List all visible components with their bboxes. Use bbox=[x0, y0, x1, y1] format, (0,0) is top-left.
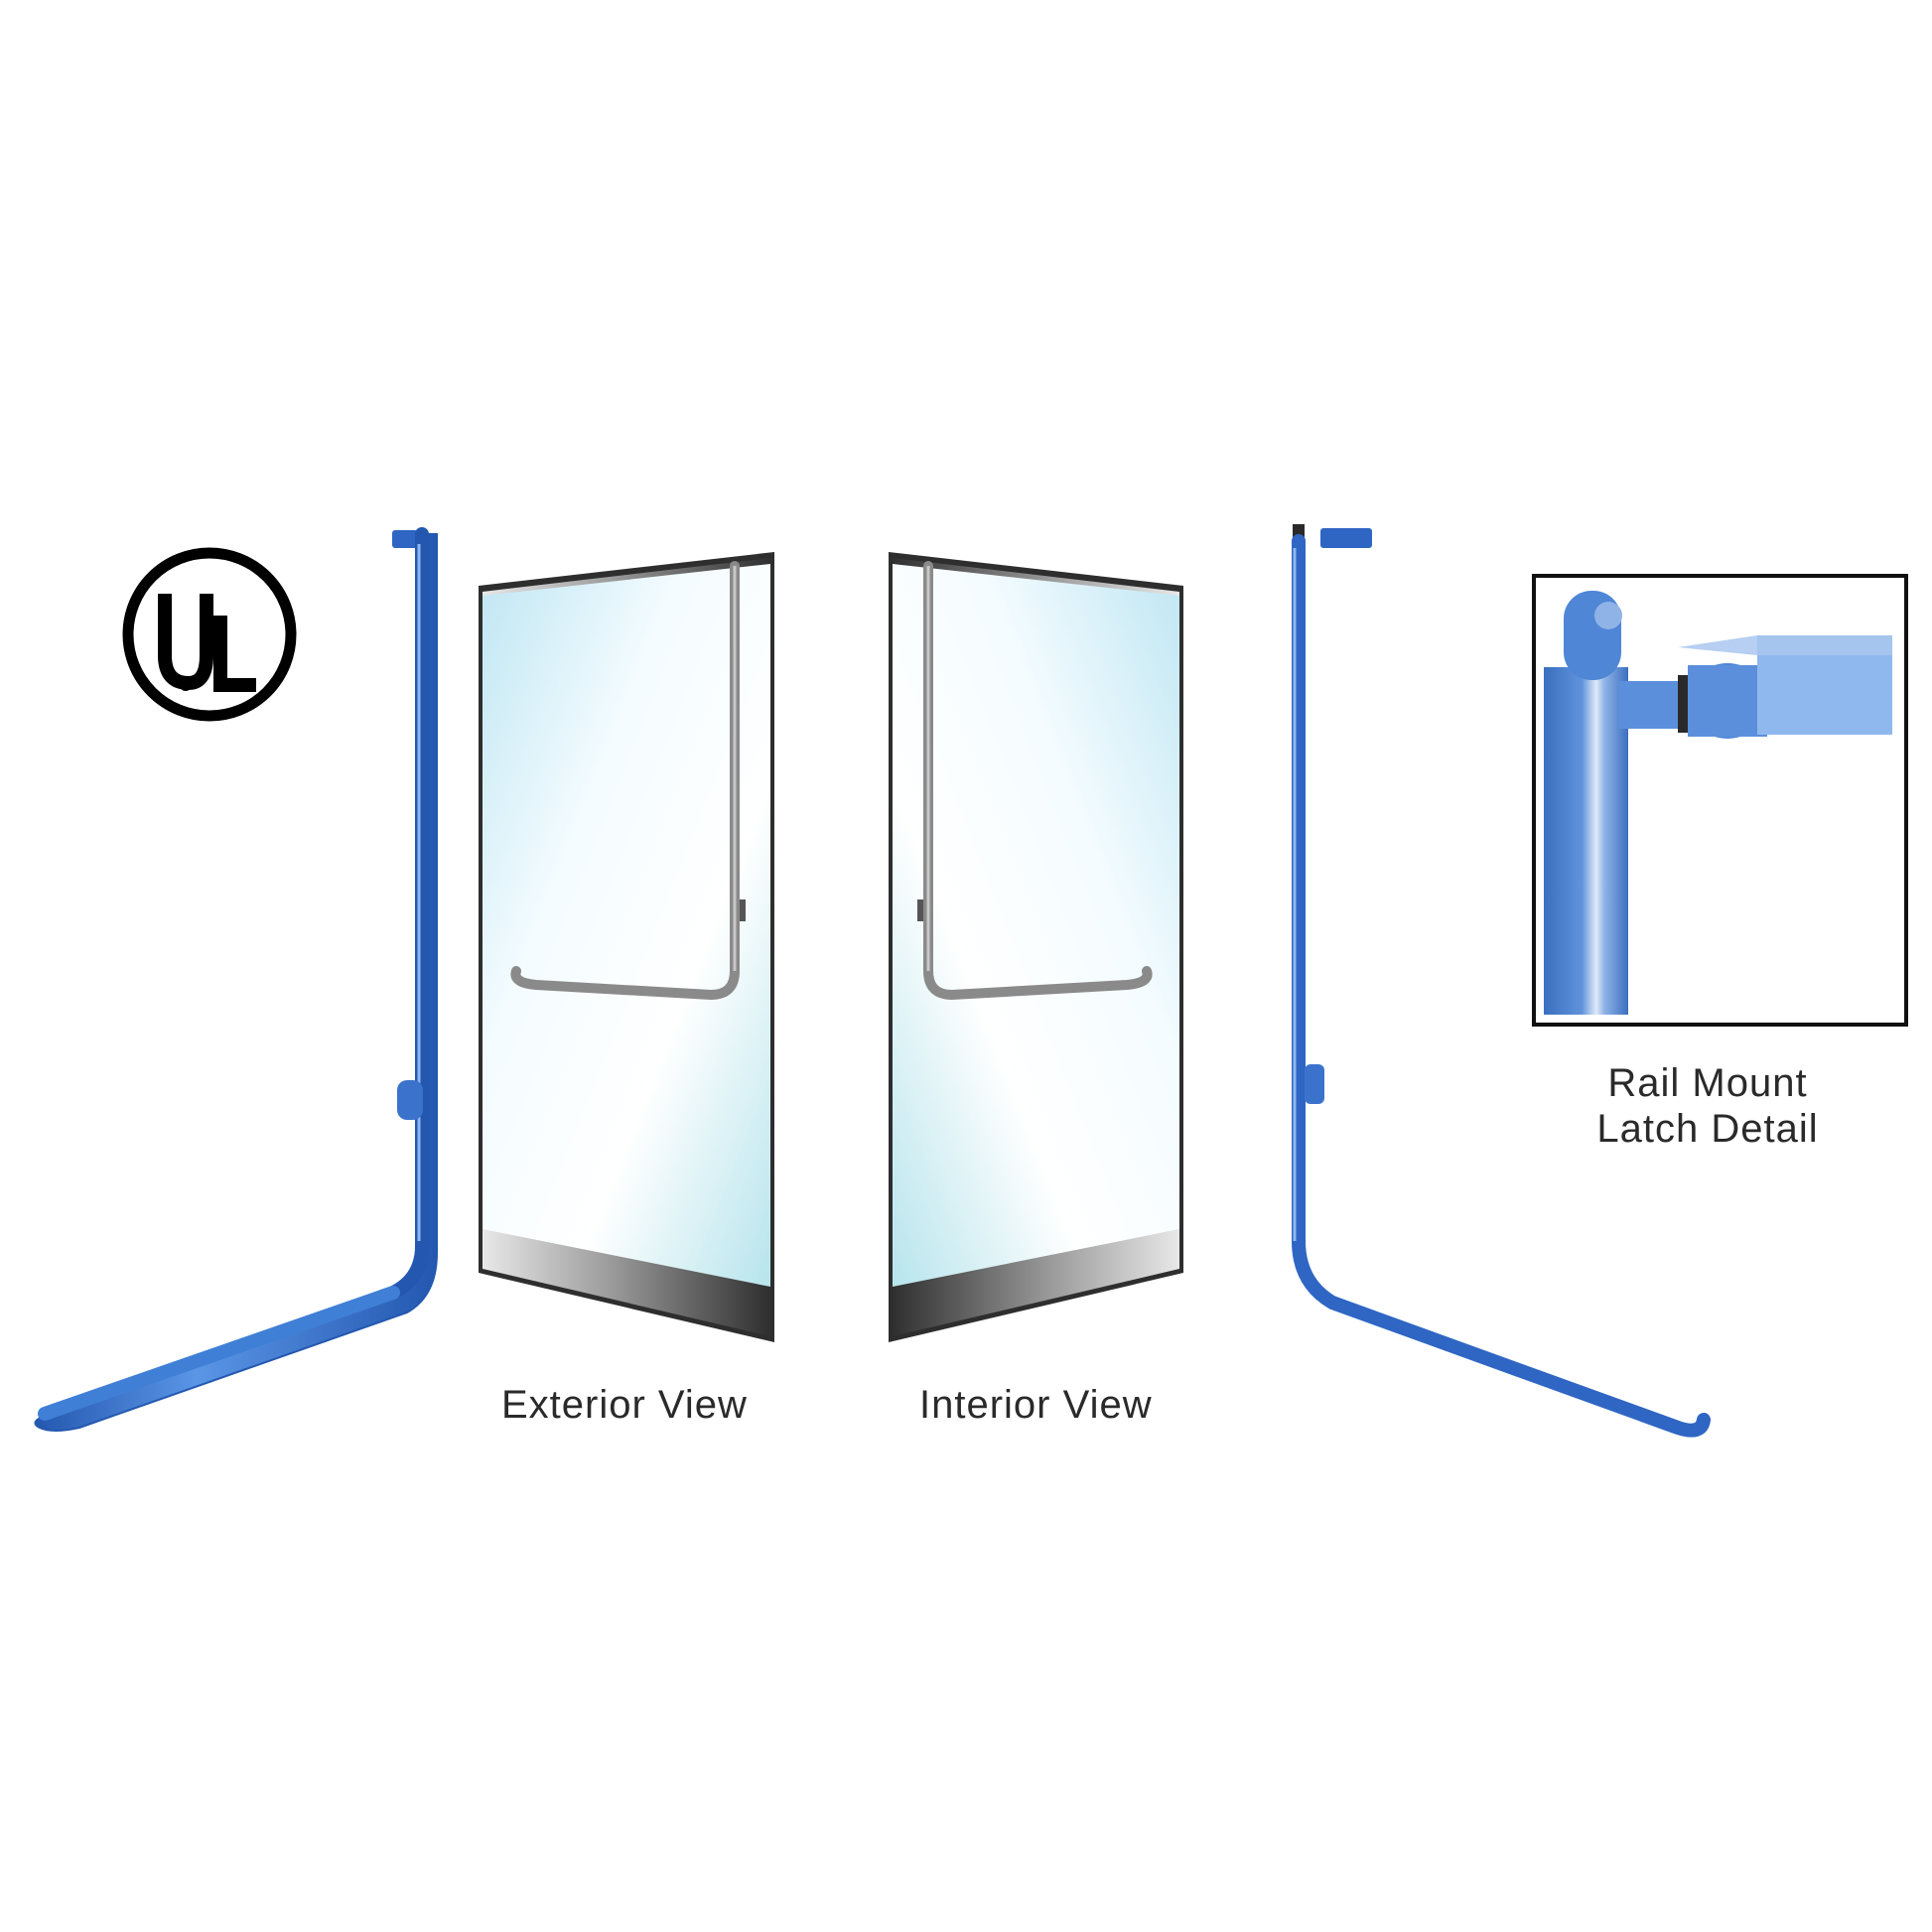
exterior-door-icon bbox=[479, 552, 774, 1342]
right-rail-icon bbox=[1292, 524, 1711, 1438]
exterior-view-caption: Exterior View bbox=[501, 1383, 748, 1427]
latch-detail-caption: Rail Mount Latch Detail bbox=[1559, 1060, 1857, 1152]
ul-logo-icon bbox=[122, 547, 297, 722]
latch-detail-icon bbox=[1532, 574, 1908, 1027]
interior-door-icon bbox=[889, 552, 1183, 1342]
left-rail-icon bbox=[34, 527, 438, 1432]
latch-detail-caption-line1: Rail Mount bbox=[1607, 1061, 1808, 1105]
latch-detail-caption-line2: Latch Detail bbox=[1596, 1107, 1819, 1151]
interior-view-caption: Interior View bbox=[919, 1383, 1153, 1427]
